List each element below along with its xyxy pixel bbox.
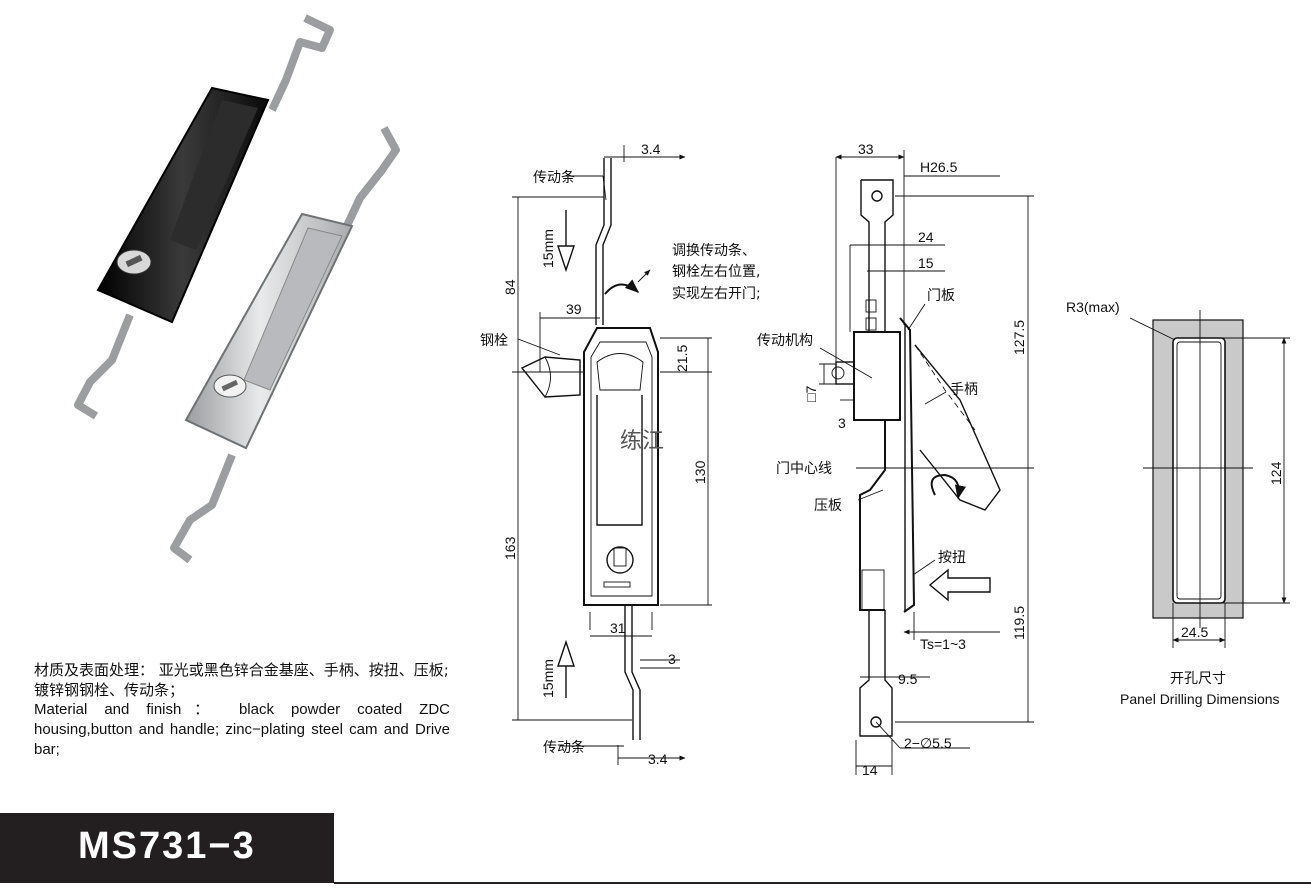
label-handle: 手柄 — [950, 382, 978, 398]
dim-3: 3 — [668, 651, 676, 667]
watermark-text: 练江 — [620, 429, 664, 454]
dim-15: 15 — [918, 255, 934, 271]
dim-square-7: □7 — [803, 386, 819, 402]
dim-3-4-top: 3.4 — [641, 141, 661, 157]
product-photo-black — [74, 14, 334, 420]
dim-31: 31 — [610, 620, 626, 636]
dim-24-5: 24.5 — [1181, 624, 1208, 640]
label-steel-bolt: 钢栓 — [480, 333, 508, 349]
label-cutout-title: 开孔尺寸 — [1170, 671, 1226, 687]
bottom-rule — [334, 882, 1311, 884]
dim-3-side: 3 — [838, 415, 846, 431]
front-view — [512, 145, 712, 765]
description-chinese: 材质及表面处理： 亚光或黑色锌合金基座、手柄、按扭、压板;镀锌钢钢栓、传动条； — [34, 661, 449, 699]
dim-15mm-bottom: 15mm — [540, 659, 556, 698]
dim-127-5: 127.5 — [1011, 320, 1027, 355]
dim-130: 130 — [692, 460, 708, 484]
label-door-center-line: 门中心线 — [776, 461, 832, 477]
dim-ts: Ts=1~3 — [920, 636, 966, 652]
label-drive-bar-top: 传动条 — [533, 169, 575, 186]
panel-cutout — [1129, 310, 1290, 648]
dim-124: 124 — [1268, 461, 1284, 485]
label-door-panel: 门板 — [927, 288, 955, 304]
label-button: 按扭 — [938, 550, 966, 566]
dim-33: 33 — [858, 141, 874, 157]
side-view — [819, 150, 1034, 775]
dim-39: 39 — [566, 301, 582, 317]
dim-3-4-bottom: 3.4 — [648, 751, 668, 767]
model-number: MS731−3 — [78, 825, 256, 867]
label-swap-note-3: 实现左右开门; — [672, 286, 761, 302]
label-drive-bar-bottom: 传动条 — [543, 739, 585, 756]
dim-14: 14 — [862, 762, 878, 778]
description-english: Material and finish： black powder coated… — [34, 701, 450, 758]
product-photo-silver — [170, 126, 400, 564]
label-cutout-subtitle: Panel Drilling Dimensions — [1120, 691, 1280, 707]
label-drive-mechanism: 传动机构 — [757, 333, 813, 349]
dim-15mm-top: 15mm — [540, 229, 556, 268]
dim-h26-5: H26.5 — [920, 159, 958, 175]
dim-9-5: 9.5 — [898, 671, 918, 687]
label-swap-note-1: 调换传动条、 — [672, 242, 756, 259]
dim-84: 84 — [502, 279, 518, 295]
dim-21-5: 21.5 — [674, 345, 690, 372]
model-banner: MS731−3 — [0, 813, 334, 883]
dim-r3: R3(max) — [1066, 299, 1120, 315]
dim-holes: 2−∅5.5 — [904, 735, 952, 751]
dim-24: 24 — [918, 229, 934, 245]
material-description: 材质及表面处理： 亚光或黑色锌合金基座、手柄、按扭、压板;镀锌钢钢栓、传动条； … — [34, 660, 450, 760]
label-swap-note-2: 钢栓左右位置, — [672, 264, 760, 280]
label-pressure-plate: 压板 — [814, 498, 842, 514]
dim-119-5: 119.5 — [1011, 606, 1027, 640]
dim-163: 163 — [502, 536, 518, 560]
